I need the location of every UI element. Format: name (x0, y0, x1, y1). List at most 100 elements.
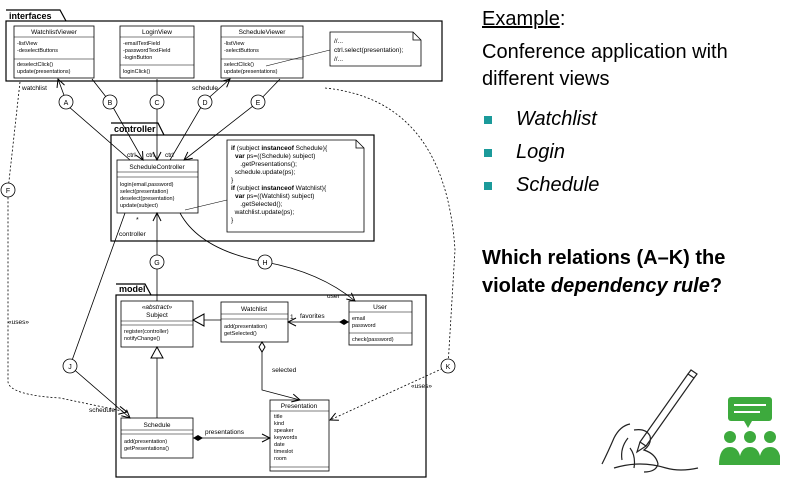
role-label: schedule (192, 85, 218, 92)
relation-badge-g: G (149, 254, 165, 270)
uses-stereotype: «uses» (8, 319, 29, 326)
svg-text:E: E (256, 100, 261, 107)
note-controller: if (subject instanceof Schedule){ var ps… (184, 139, 365, 233)
relation-edge-k (324, 87, 456, 420)
class-schedule: Schedule add(presentation) getPresentati… (120, 417, 194, 459)
role-label: favorites (300, 313, 325, 320)
list-item: Watchlist (482, 103, 792, 136)
code: } (231, 217, 234, 224)
method: selectClick() (224, 62, 254, 68)
relation-badge-h: H (257, 254, 273, 270)
class-schedule-controller: ScheduleController login(email,password)… (116, 159, 199, 214)
stereotype: «abstract» (142, 304, 173, 311)
relation-badge-a: A (58, 94, 74, 110)
method: notifyChange() (124, 336, 160, 342)
example-word: Example (482, 8, 560, 30)
code: schedule.update(ps); (231, 169, 296, 176)
multiplicity: 1 (290, 314, 294, 321)
class-schedule-viewer: ScheduleViewer -listView -selectButtons … (220, 25, 304, 79)
question-text: Which relations (A–K) the violate (482, 247, 726, 297)
class-subject: «abstract» Subject register(controller) … (120, 300, 194, 348)
multiplicity: * (136, 217, 139, 224)
svg-text:C: C (154, 100, 159, 107)
description: Conference application with different vi… (482, 41, 728, 90)
svg-text:D: D (202, 100, 207, 107)
method: login(email,password) (120, 182, 174, 188)
relation-badge-f: F (0, 182, 16, 198)
edge-labels: watchlist schedule ctrl ctrl ctrl contro… (8, 85, 432, 436)
role-label: controller (119, 231, 147, 238)
example-heading: Example: (482, 8, 792, 31)
package-model-label: model (119, 284, 146, 294)
class-watchlist-viewer: WatchlistViewer -listView -deselectButto… (13, 25, 95, 79)
role-label: watchlist (21, 85, 47, 92)
class-watchlist: Watchlist add(presentation) getSelected(… (220, 301, 289, 343)
class-presentation: Presentation title kind speaker keywords… (269, 399, 330, 472)
method: register(controller) (124, 329, 169, 335)
class-name: Watchlist (241, 306, 267, 313)
svg-text:A: A (64, 100, 69, 107)
relation-badge-c: C (149, 94, 165, 110)
method: add(presentation) (124, 439, 167, 445)
bullet-icon (484, 116, 492, 124)
class-user: User email password check(password) (348, 300, 413, 346)
relation-badge-e: E (250, 94, 266, 110)
class-name: Presentation (281, 403, 318, 410)
note-line: ctrl.select(presentation); (334, 47, 404, 54)
question-emphasis: dependency rule (550, 275, 710, 297)
class-name: ScheduleController (129, 164, 185, 171)
code: .getSelected(); (233, 201, 283, 208)
question-end: ? (709, 275, 723, 297)
bullet-icon (484, 182, 492, 190)
attribute: -emailTextField (123, 41, 160, 47)
class-name: Subject (146, 312, 168, 319)
role-label: ctrl (165, 152, 174, 159)
uml-diagram: interfaces WatchlistViewer -listView -de… (0, 9, 456, 478)
method: getPresentations() (124, 446, 169, 452)
method: update(presentations) (17, 69, 71, 75)
attribute: room (274, 456, 287, 462)
role-label: ctrl (127, 152, 136, 159)
method: getSelected() (224, 331, 257, 337)
attribute: -listView (17, 41, 37, 47)
relation-badges: A B C D E F G H J K (0, 94, 456, 374)
class-name: ScheduleViewer (239, 29, 287, 36)
svg-text:J: J (68, 364, 72, 371)
method: select(presentation) (120, 189, 168, 195)
class-name: Schedule (143, 422, 170, 429)
relation-badge-k: K (440, 358, 456, 374)
attribute: -deselectButtons (17, 48, 58, 54)
attribute: -loginButton (123, 55, 152, 61)
method: update(presentations) (224, 69, 278, 75)
role-label: user (327, 293, 340, 300)
association-selected (262, 342, 300, 400)
attribute: -passwordTextField (123, 48, 170, 54)
code: watchlist.update(ps); (231, 209, 294, 216)
package-controller-label: controller (114, 124, 156, 134)
relation-badge-b: B (102, 94, 118, 110)
code: } (231, 177, 234, 184)
method: deselectClick() (17, 62, 53, 68)
class-name: WatchlistViewer (31, 29, 78, 36)
attribute: kind (274, 421, 284, 427)
note-view: //... ctrl.select(presentation); //... (265, 31, 422, 67)
uses-stereotype: «uses» (411, 383, 432, 390)
method: loginClick() (123, 69, 150, 75)
attribute: email (352, 316, 365, 322)
group-discussion-icon (719, 397, 780, 465)
relation-badge-j: J (62, 358, 78, 374)
class-name: LoginView (142, 29, 172, 36)
method: add(presentation) (224, 324, 267, 330)
code: .getPresentations(); (233, 161, 297, 168)
svg-text:G: G (154, 260, 159, 267)
attribute: timeslot (274, 449, 293, 455)
role-label: presentations (205, 429, 245, 436)
role-label: schedule (89, 407, 115, 414)
bullet-icon (484, 149, 492, 157)
method: check(password) (352, 337, 394, 343)
svg-text:H: H (262, 260, 267, 267)
code: (subject (235, 145, 261, 152)
keyword: instanceof (261, 145, 294, 152)
svg-text:B: B (108, 100, 113, 107)
code: (subject (235, 185, 261, 192)
